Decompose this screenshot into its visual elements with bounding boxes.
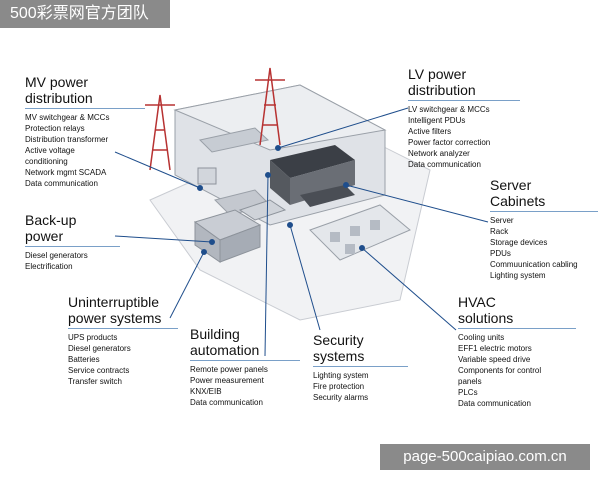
lv-power-title: LV power distribution <box>408 66 476 98</box>
list-item: PLCs <box>458 388 478 397</box>
server-racks-graphic <box>270 145 355 207</box>
list-item: Components for control panels <box>458 366 542 386</box>
list-item: Power factor correction <box>408 138 491 147</box>
lv-power-block: LV power distribution LV switchgear & MC… <box>408 66 520 170</box>
list-item: Diesel generators <box>68 344 131 353</box>
server-cabinets-block: Server Cabinets Server Rack Storage devi… <box>490 177 598 281</box>
watermark-bottom: page-500caipiao.com.cn <box>380 444 590 470</box>
ups-list: UPS products Diesel generators Batteries… <box>68 332 178 387</box>
list-item: Transfer switch <box>68 377 122 386</box>
mv-power-rule <box>25 108 145 109</box>
list-item: Remote power panels <box>190 365 268 374</box>
list-item: MV switchgear & MCCs <box>25 113 110 122</box>
security-list: Lighting system Fire protection Security… <box>313 370 408 403</box>
list-item: Diesel generators <box>25 251 88 260</box>
list-item: Rack <box>490 227 509 236</box>
transformer-graphic <box>197 167 217 185</box>
ups-block: Uninterruptible power systems UPS produc… <box>68 294 178 387</box>
mv-power-block: MV power distribution MV switchgear & MC… <box>25 74 145 189</box>
mv-power-list: MV switchgear & MCCs Protection relays D… <box>25 112 145 189</box>
list-item: Data communication <box>408 160 481 169</box>
list-item: Variable speed drive <box>458 355 531 364</box>
security-title: Security systems <box>313 332 365 364</box>
building-automation-title: Building automation <box>190 326 260 358</box>
hvac-title: HVAC solutions <box>458 294 514 326</box>
list-item: Lighting system <box>490 271 546 280</box>
list-item: Electrification <box>25 262 73 271</box>
list-item: LV switchgear & MCCs <box>408 105 490 114</box>
list-item: Cooling units <box>458 333 505 342</box>
backup-power-rule <box>25 246 120 247</box>
security-rule <box>313 366 408 367</box>
backup-power-block: Back-up power Diesel generators Electrif… <box>25 212 120 272</box>
lv-power-list: LV switchgear & MCCs Intelligent PDUs Ac… <box>408 104 520 170</box>
building-automation-list: Remote power panels Power measurement KN… <box>190 364 300 408</box>
building-automation-rule <box>190 360 300 361</box>
list-item: Data communication <box>190 398 263 407</box>
ups-title: Uninterruptible power systems <box>68 294 162 326</box>
list-item: Power measurement <box>190 376 264 385</box>
list-item: Service contracts <box>68 366 130 375</box>
list-item: Commuunication cabling <box>490 260 578 269</box>
backup-power-title: Back-up power <box>25 212 77 244</box>
building-automation-block: Building automation Remote power panels … <box>190 326 300 408</box>
list-item: Active filters <box>408 127 452 136</box>
hvac-block: HVAC solutions Cooling units EFF1 electr… <box>458 294 576 409</box>
hvac-rule <box>458 328 576 329</box>
mv-power-title: MV power distribution <box>25 74 93 106</box>
list-item: UPS products <box>68 333 118 342</box>
list-item: Storage devices <box>490 238 548 247</box>
list-item: Intelligent PDUs <box>408 116 466 125</box>
security-block: Security systems Lighting system Fire pr… <box>313 332 408 403</box>
backup-power-list: Diesel generators Electrification <box>25 250 120 272</box>
list-item: Network mgmt SCADA <box>25 168 107 177</box>
list-item: Protection relays <box>25 124 85 133</box>
list-item: Data communication <box>458 399 531 408</box>
server-cabinets-rule <box>490 211 598 212</box>
list-item: Data communication <box>25 179 98 188</box>
list-item: Server <box>490 216 514 225</box>
connector-lines <box>114 107 489 357</box>
list-item: Active voltage conditioning <box>25 146 75 166</box>
list-item: Distribution transformer <box>25 135 109 144</box>
list-item: Batteries <box>68 355 100 364</box>
list-item: Network analyzer <box>408 149 470 158</box>
server-cabinets-list: Server Rack Storage devices PDUs Commuun… <box>490 215 598 281</box>
watermark-top: 500彩票网官方团队 <box>0 0 170 28</box>
list-item: Security alarms <box>313 393 369 402</box>
power-pylons-graphic <box>145 67 285 171</box>
list-item: PDUs <box>490 249 511 258</box>
lv-power-rule <box>408 100 520 101</box>
server-cabinets-title: Server Cabinets <box>490 177 546 209</box>
list-item: EFF1 electric motors <box>458 344 532 353</box>
ups-rule <box>68 328 178 329</box>
list-item: Fire protection <box>313 382 365 391</box>
hvac-list: Cooling units EFF1 electric motors Varia… <box>458 332 576 409</box>
list-item: KNX/EIB <box>190 387 222 396</box>
list-item: Lighting system <box>313 371 369 380</box>
